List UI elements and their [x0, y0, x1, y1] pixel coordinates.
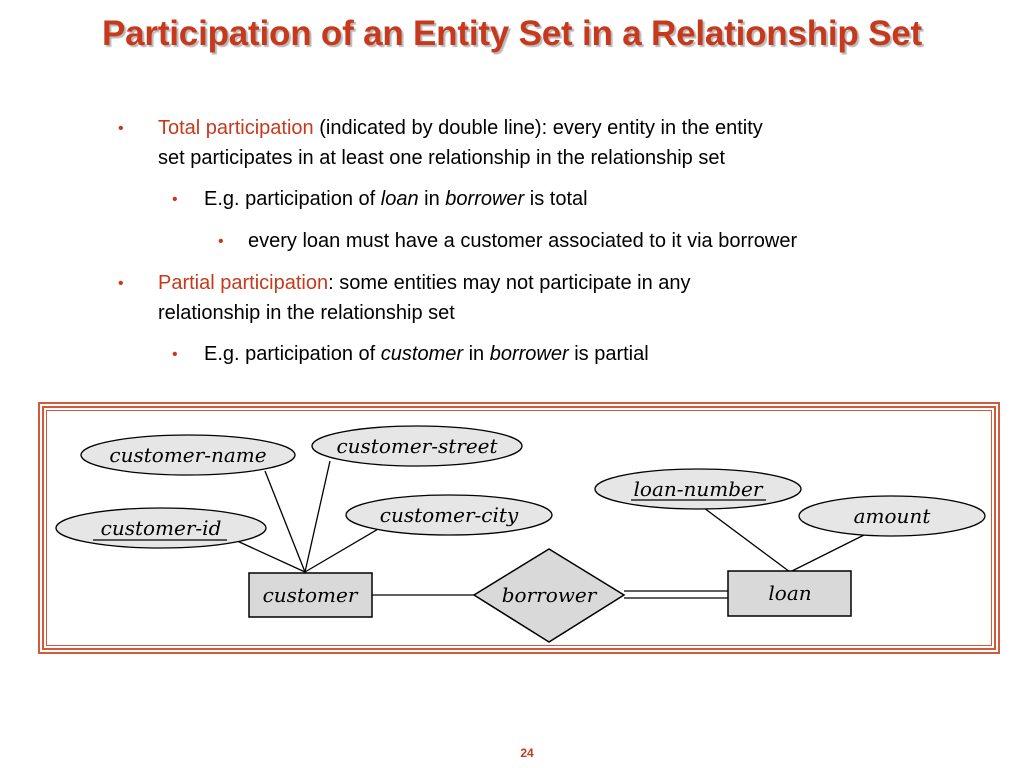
entity-loan-label: loan — [768, 581, 811, 605]
edge-customer-name — [264, 470, 306, 573]
relationship-borrower: borrower — [472, 548, 626, 643]
entity-customer-label: customer — [263, 583, 359, 607]
bullet-text: E.g. participation of — [204, 343, 381, 365]
diagram-frame-inner — [46, 410, 992, 646]
bullet-text: is partial — [568, 343, 649, 365]
bullet-total-participation-line1: Total participation (indicated by double… — [158, 113, 763, 143]
bullet-partial-participation-line1: Partial participation: some entities may… — [158, 268, 691, 298]
bullet-dot: • — [172, 191, 178, 208]
bullet-text: (indicated by double line): every entity… — [313, 117, 763, 139]
edge-customer-city — [304, 524, 386, 573]
bullet-loan-total: E.g. participation of loan in borrower i… — [204, 184, 588, 214]
er-connectors — [234, 460, 871, 599]
attr-customer-city-label: customer-city — [380, 503, 519, 527]
attr-amount-label: amount — [854, 504, 932, 528]
page-number: 24 — [520, 746, 534, 760]
term-customer: customer — [380, 343, 464, 365]
attr-customer-city: customer-city — [345, 494, 553, 536]
bullet-dot: • — [118, 120, 124, 137]
edge-customer-id — [234, 539, 306, 573]
diagram-frame — [38, 402, 1000, 654]
entity-loan: loan — [727, 570, 852, 617]
diagram-frame-middle — [42, 406, 996, 650]
bullet-partial-participation-line2: relationship in the relationship set — [158, 302, 455, 324]
bullet-text: in — [463, 343, 490, 365]
term-total-participation: Total participation — [158, 117, 314, 139]
bullet-dot: • — [118, 275, 124, 292]
term-partial-participation: Partial participation — [158, 272, 329, 294]
attr-loan-number-label: loan-number — [634, 477, 764, 501]
bullet-text: : some entities may not participate in a… — [328, 272, 691, 294]
bullet-every-loan: every loan must have a customer associat… — [248, 230, 798, 252]
relationship-borrower-label: borrower — [502, 583, 598, 607]
entity-customer: customer — [248, 572, 373, 618]
attr-customer-name: customer-name — [80, 434, 296, 476]
edge-amount — [789, 531, 871, 573]
term-borrower: borrower — [489, 343, 569, 365]
term-borrower: borrower — [445, 188, 525, 210]
bullet-text: in — [418, 188, 446, 210]
attr-customer-name-label: customer-name — [109, 443, 266, 467]
bullet-customer-partial: E.g. participation of customer in borrow… — [204, 339, 649, 369]
edge-loan-number — [699, 504, 791, 573]
bullet-text: E.g. participation of — [204, 188, 381, 210]
bullet-text: is total — [524, 188, 588, 210]
attr-loan-number: loan-number — [594, 468, 802, 510]
attr-customer-street-label: customer-street — [336, 434, 498, 458]
edge-customer-street — [304, 460, 331, 573]
bullet-dot: • — [218, 233, 224, 250]
bullet-dot: • — [172, 346, 178, 363]
term-loan: loan — [380, 188, 419, 210]
attr-customer-id-label: customer-id — [101, 516, 222, 540]
attr-amount: amount — [798, 495, 986, 537]
attr-customer-street: customer-street — [311, 425, 523, 467]
page-title: Participation of an Entity Set in a Rela… — [102, 14, 922, 53]
bullet-total-participation-line2: set participates in at least one relatio… — [158, 147, 726, 169]
attr-customer-id: customer-id — [55, 507, 267, 549]
